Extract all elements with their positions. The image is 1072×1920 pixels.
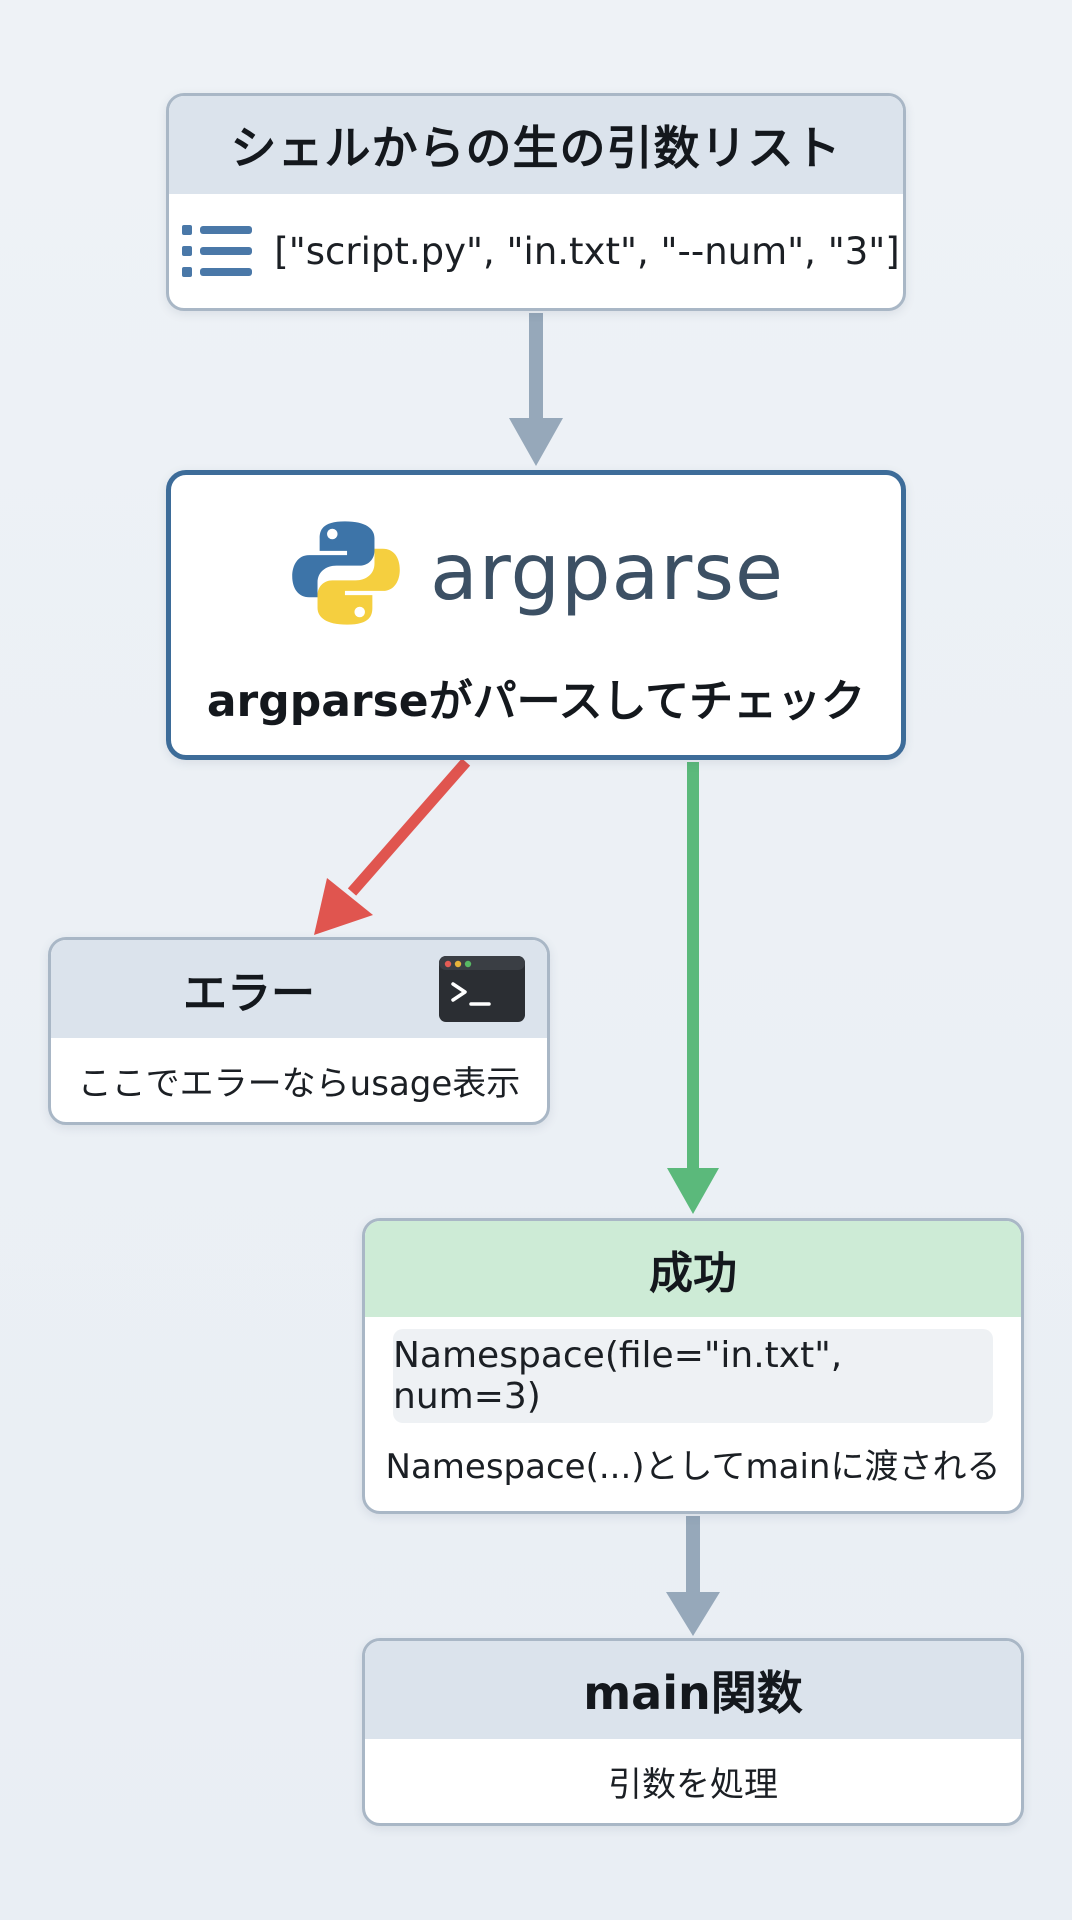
main-function-title: main関数: [365, 1641, 1021, 1739]
arrow-success-to-main: [666, 1516, 720, 1636]
namespace-caption: Namespace(...)としてmainに渡される: [385, 1447, 1001, 1487]
success-box: 成功 Namespace(file="in.txt", num=3) Names…: [362, 1218, 1024, 1514]
arrow-argparse-to-error: [314, 758, 471, 935]
error-header: エラー: [51, 940, 547, 1038]
shell-args-list: ["script.py", "in.txt", "--num", "3"]: [274, 229, 900, 273]
arrow-argparse-to-success: [667, 762, 719, 1214]
arrow-shell-to-argparse: [509, 313, 563, 466]
argparse-logo-text: argparse: [429, 528, 784, 618]
shell-args-body: ["script.py", "in.txt", "--num", "3"]: [169, 194, 903, 308]
shell-args-title: シェルからの生の引数リスト: [169, 96, 903, 194]
main-function-body: 引数を処理: [608, 1764, 778, 1805]
argparse-logo-row: argparse: [171, 515, 901, 631]
terminal-icon: [439, 956, 525, 1022]
error-title: エラー: [183, 968, 315, 1019]
argparse-box: argparse argparseがパースしてチェック: [166, 470, 906, 760]
success-title: 成功: [365, 1221, 1021, 1317]
namespace-code: Namespace(file="in.txt", num=3): [393, 1329, 993, 1423]
error-body: ここでエラーならusage表示: [77, 1063, 521, 1104]
shell-args-box: シェルからの生の引数リスト ["script.py", "in.txt", "-…: [166, 93, 906, 311]
python-logo-icon: [292, 521, 400, 625]
main-function-box: main関数 引数を処理: [362, 1638, 1024, 1826]
error-box: エラー ここでエラーならusage表示: [48, 937, 550, 1125]
list-icon: [182, 225, 253, 277]
argparse-caption: argparseがパースしてチェック: [206, 676, 866, 727]
